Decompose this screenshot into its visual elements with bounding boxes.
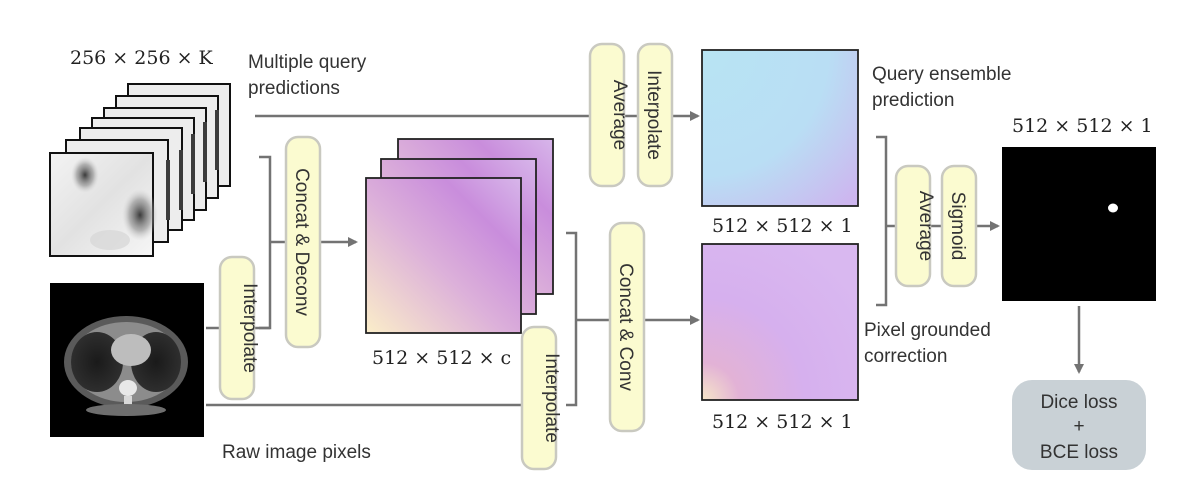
- connectors: [206, 111, 1084, 407]
- feature-map-stack: [365, 138, 554, 334]
- raw-pixels-label: Raw image pixels: [222, 442, 371, 463]
- op-interpolate-top: Interpolate: [636, 42, 674, 188]
- query-ensemble-map: [701, 49, 859, 207]
- front-prediction-map: [49, 152, 158, 257]
- op-average-final: Average: [894, 164, 936, 288]
- svg-text:Concat & Deconv: Concat & Deconv: [291, 168, 312, 316]
- input-dims-label: 256 × 256 × K: [70, 47, 214, 69]
- op-sigmoid: Sigmoid: [940, 164, 978, 288]
- query-prediction-stack: [49, 83, 231, 257]
- svg-text:Interpolate: Interpolate: [643, 70, 664, 160]
- correction-label-2: correction: [864, 346, 947, 367]
- svg-text:Sigmoid: Sigmoid: [947, 192, 968, 261]
- pixel-correction-map: [701, 243, 859, 401]
- feature-dims-label: 512 × 512 × c: [372, 347, 511, 369]
- loss-bce-label: BCE loss: [1040, 442, 1118, 463]
- op-concat-deconv: Concat & Deconv: [284, 135, 322, 349]
- loss-plus-label: +: [1073, 416, 1084, 437]
- svg-text:Average: Average: [915, 191, 936, 261]
- svg-text:Interpolate: Interpolate: [239, 283, 260, 373]
- loss-box: Dice loss + BCE loss: [1012, 380, 1146, 470]
- op-interpolate-bottom: Interpolate: [520, 325, 562, 471]
- correction-dims-label: 512 × 512 × 1: [712, 411, 853, 433]
- svg-text:Concat & Conv: Concat & Conv: [615, 263, 636, 391]
- output-mask: [1002, 147, 1156, 301]
- query-predictions-label-1: Multiple query: [248, 52, 367, 73]
- ensemble-dims-label: 512 × 512 × 1: [712, 215, 853, 237]
- op-concat-conv: Concat & Conv: [608, 221, 646, 433]
- output-dims-label: 512 × 512 × 1: [1012, 115, 1153, 137]
- svg-text:Average: Average: [609, 80, 630, 150]
- ensemble-label-2: prediction: [872, 90, 954, 111]
- ensemble-label-1: Query ensemble: [872, 64, 1011, 85]
- correction-label-1: Pixel grounded: [864, 320, 991, 341]
- op-interpolate-left: Interpolate: [218, 255, 260, 401]
- op-average-top: Average: [588, 42, 630, 188]
- svg-text:Interpolate: Interpolate: [541, 353, 562, 443]
- query-predictions-label-2: predictions: [248, 78, 340, 99]
- loss-dice-label: Dice loss: [1040, 392, 1117, 413]
- ct-image: [50, 283, 204, 437]
